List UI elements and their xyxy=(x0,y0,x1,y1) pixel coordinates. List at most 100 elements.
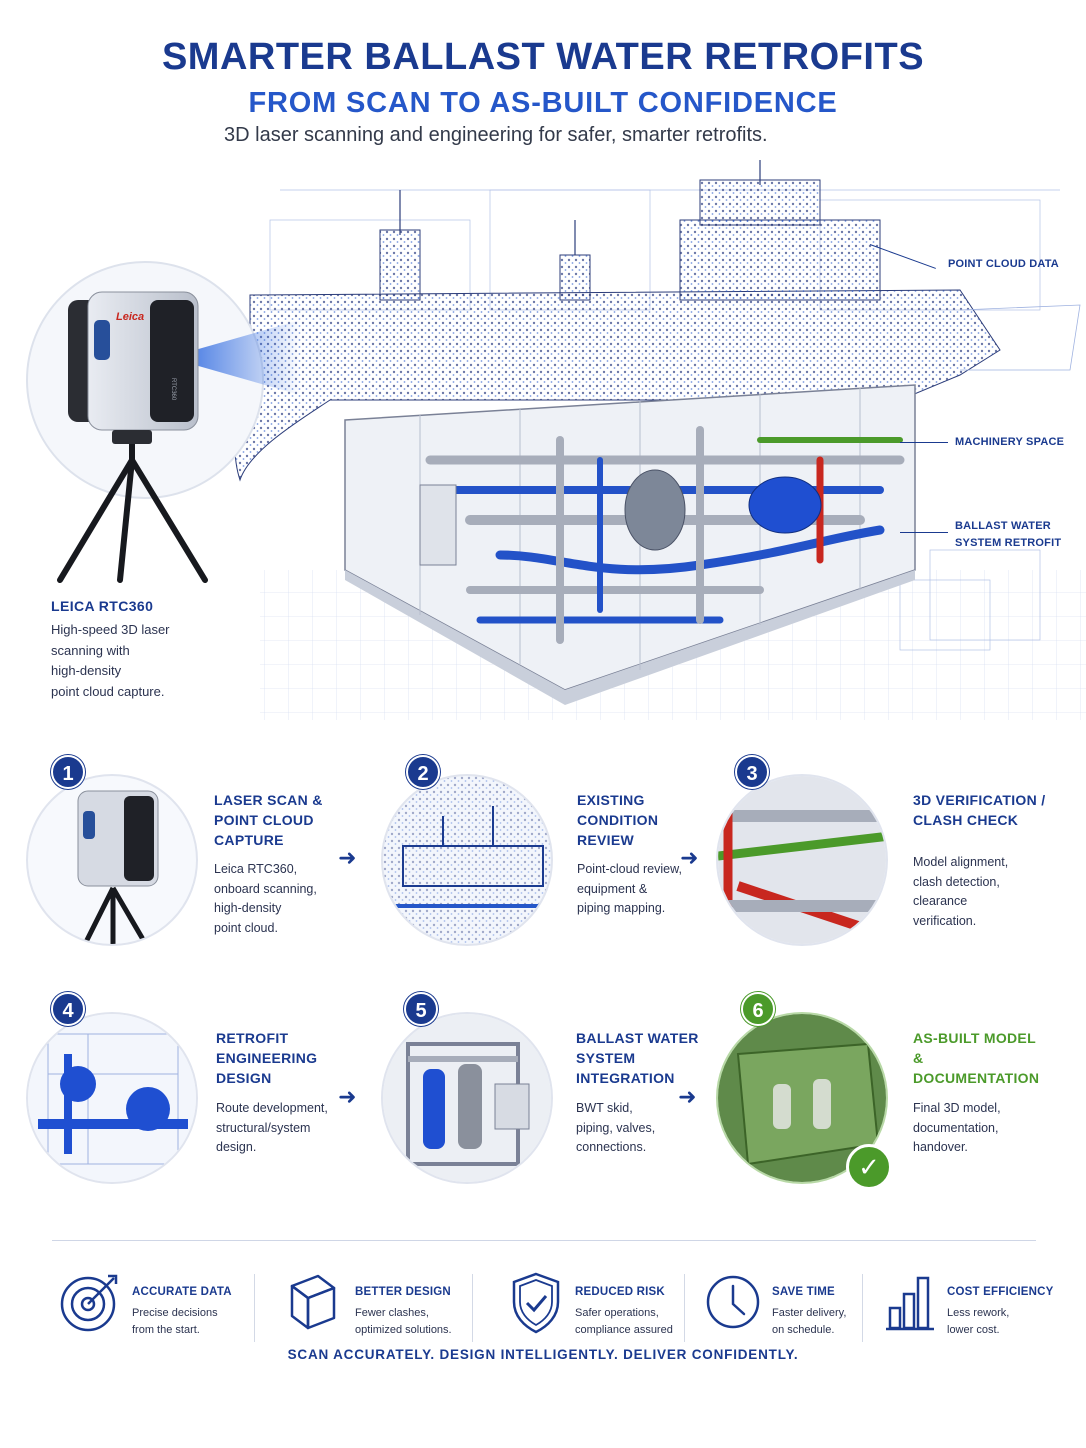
benefit-accurate-data: ACCURATE DATA Precise decisions from the… xyxy=(60,1270,250,1350)
benefit-title: COST EFFICIENCY xyxy=(947,1286,1054,1298)
bar-chart-icon xyxy=(886,1276,934,1331)
scanner-description: High-speed 3D laser scanning with high-d… xyxy=(51,620,221,702)
checkmark-icon: ✓ xyxy=(846,1144,892,1190)
step-title-line: CAPTURE xyxy=(214,832,284,848)
cube-icon xyxy=(290,1274,336,1330)
step-title-line: 3D VERIFICATION / xyxy=(913,792,1046,808)
step-title-line: & xyxy=(913,1050,924,1066)
step-title-line: RETROFIT xyxy=(216,1030,289,1046)
step-4-title: RETROFIT ENGINEERING DESIGN xyxy=(216,1028,317,1088)
scanner-caption: LEICA RTC360 High-speed 3D laser scannin… xyxy=(51,598,221,702)
callout-line-machinery xyxy=(900,442,948,443)
arrow-right-icon: ➜ xyxy=(680,845,699,870)
step-4-image xyxy=(26,1012,198,1184)
callout-ballast-line1: BALLAST WATER xyxy=(955,520,1051,532)
benefit-desc-line: compliance assured xyxy=(575,1324,673,1336)
benefit-desc-line: optimized solutions. xyxy=(355,1324,452,1336)
ship-superstructure xyxy=(379,179,881,301)
step-2-number: 2 xyxy=(406,755,440,789)
step-5-description: BWT skid, piping, valves, connections. xyxy=(576,1099,655,1158)
page-title: SMARTER BALLAST WATER RETROFITS xyxy=(161,36,925,78)
step-5-image xyxy=(381,1012,553,1184)
callout-line-ballast xyxy=(900,532,948,533)
step-6-description: Final 3D model, documentation, handover. xyxy=(913,1099,1001,1158)
benefit-description: Fewer clashes, optimized solutions. xyxy=(355,1305,452,1339)
benefit-description: Safer operations, compliance assured xyxy=(575,1305,673,1339)
benefit-desc-line: on schedule. xyxy=(772,1324,835,1336)
benefit-desc-line: Fewer clashes, xyxy=(355,1307,429,1319)
step-4-number: 4 xyxy=(51,992,85,1026)
step-title-line: REVIEW xyxy=(577,832,635,848)
clock-icon xyxy=(706,1275,760,1329)
benefit-separator xyxy=(862,1274,863,1342)
scanner-desc-line: High-speed 3D laser xyxy=(51,622,170,637)
benefit-title: REDUCED RISK xyxy=(575,1286,665,1298)
step-5-title: BALLAST WATER SYSTEM INTEGRATION xyxy=(576,1028,699,1088)
section-divider xyxy=(52,1240,1036,1241)
step-desc-line: piping mapping. xyxy=(577,901,666,915)
step-1-number: 1 xyxy=(51,755,85,789)
callout-ballast-line2: SYSTEM RETROFIT xyxy=(955,537,1062,549)
step-desc-line: BWT skid, xyxy=(576,1101,633,1115)
leica-scanner: Leica RTC360 xyxy=(68,291,199,431)
stern-wireframe xyxy=(959,304,1081,371)
benefit-title: BETTER DESIGN xyxy=(355,1286,451,1298)
step-desc-line: high-density xyxy=(214,901,282,915)
step-2-title: EXISTING CONDITION REVIEW xyxy=(577,790,658,850)
step-desc-line: Leica RTC360, xyxy=(214,862,298,876)
scanner-desc-line: point cloud capture. xyxy=(51,683,165,699)
benefit-cost-efficiency: COST EFFICIENCY Less rework, lower cost. xyxy=(884,1270,1064,1350)
benefit-description: Faster delivery, on schedule. xyxy=(772,1305,846,1339)
step-desc-line: connections. xyxy=(576,1140,647,1154)
step-desc-line: onboard scanning, xyxy=(214,881,317,896)
scanner-desc-line: scanning with xyxy=(51,642,130,658)
benefit-separator xyxy=(472,1274,473,1342)
page-subtitle: FROM SCAN TO AS-BUILT CONFIDENCE xyxy=(248,87,838,119)
step-desc-line: handover. xyxy=(913,1140,968,1154)
step-title-line: CLASH CHECK xyxy=(913,812,1019,828)
step-desc-line: Route development, xyxy=(216,1101,328,1115)
benefit-desc-line: Faster delivery, xyxy=(772,1307,847,1319)
control-cabinet xyxy=(419,484,457,566)
benefit-separator xyxy=(684,1274,685,1342)
benefit-description: Precise decisions from the start. xyxy=(132,1305,218,1339)
benefit-title: ACCURATE DATA xyxy=(132,1286,232,1298)
header: SMARTER BALLAST WATER RETROFITS FROM SCA… xyxy=(0,36,1086,120)
step-title-line: BALLAST WATER xyxy=(576,1030,699,1046)
tripod-head xyxy=(112,430,152,444)
step-2-image xyxy=(381,774,553,946)
bwt-skid-icon xyxy=(383,1014,551,1182)
step-1-image xyxy=(26,774,198,946)
point-cloud-ship-icon xyxy=(383,776,551,944)
target-icon xyxy=(60,1274,118,1332)
step-title-line: DOCUMENTATION xyxy=(913,1070,1040,1086)
step-title-line: ENGINEERING xyxy=(216,1050,318,1066)
callout-machinery: MACHINERY SPACE xyxy=(955,436,1065,448)
step-desc-line: verification. xyxy=(913,913,977,928)
tripod xyxy=(57,432,208,583)
step-3-image xyxy=(716,774,888,946)
step-title-line: POINT CLOUD xyxy=(214,812,314,828)
step-6-image xyxy=(716,1012,888,1184)
step-3-description: Model alignment, clash detection, cleara… xyxy=(913,853,1008,931)
step-desc-line: Final 3D model, xyxy=(913,1101,1001,1115)
step-2-description: Point-cloud review, equipment & piping m… xyxy=(577,860,682,919)
benefit-desc-line: Precise decisions xyxy=(132,1307,218,1319)
step-title-line: LASER SCAN & xyxy=(214,792,323,808)
step-title-line: SYSTEM xyxy=(576,1050,636,1066)
shield-check-icon xyxy=(512,1272,560,1334)
scanner-desc-line: high-density xyxy=(51,663,122,678)
svg-text:Leica: Leica xyxy=(116,311,144,323)
tagline: 3D laser scanning and engineering for sa… xyxy=(224,124,768,146)
step-desc-line: Point-cloud review, xyxy=(577,862,682,876)
benefit-desc-line: from the start. xyxy=(132,1324,200,1336)
uv-reactor xyxy=(748,476,822,534)
step-desc-line: piping, valves, xyxy=(576,1120,656,1135)
benefit-separator xyxy=(254,1274,255,1342)
step-desc-line: clearance xyxy=(913,894,968,908)
clash-check-icon xyxy=(718,776,886,944)
step-3-title: 3D VERIFICATION / CLASH CHECK xyxy=(913,790,1045,830)
benefit-better-design: BETTER DESIGN Fewer clashes, optimized s… xyxy=(284,1270,474,1350)
benefit-save-time: SAVE TIME Faster delivery, on schedule. xyxy=(706,1270,856,1350)
benefit-desc-line: Safer operations, xyxy=(575,1307,659,1319)
